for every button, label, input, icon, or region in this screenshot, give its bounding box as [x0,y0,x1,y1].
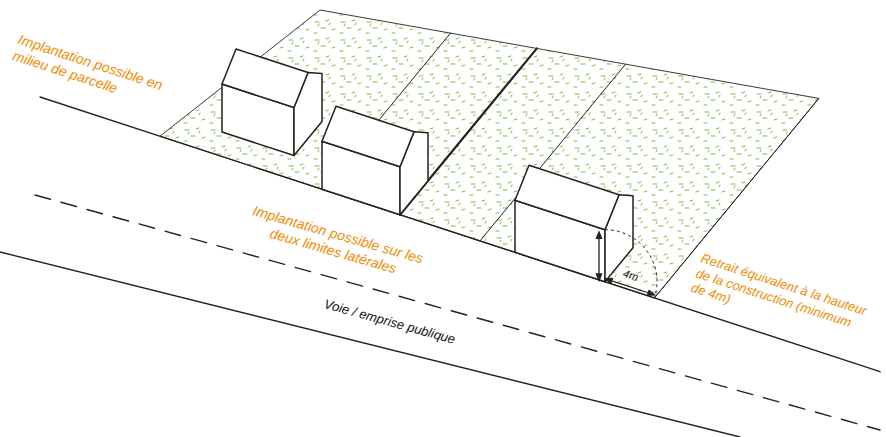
house-roof [222,49,308,108]
road-edge-line [40,97,880,372]
setback-arc [605,230,657,298]
rule-note: Retrait équivalent à la hauteur de la co… [689,250,875,350]
road-label: Voie / emprise publique [323,296,458,347]
height-arrow [598,235,599,278]
house-roof [515,165,619,229]
house [222,49,322,156]
road-center-dash [35,195,880,430]
house [515,165,633,281]
house [322,106,428,215]
parcel-limit [400,48,537,214]
rule-note: Implantation possible en milieu de parce… [11,31,174,112]
road-edge-line [0,252,740,437]
house-roof [322,106,414,167]
